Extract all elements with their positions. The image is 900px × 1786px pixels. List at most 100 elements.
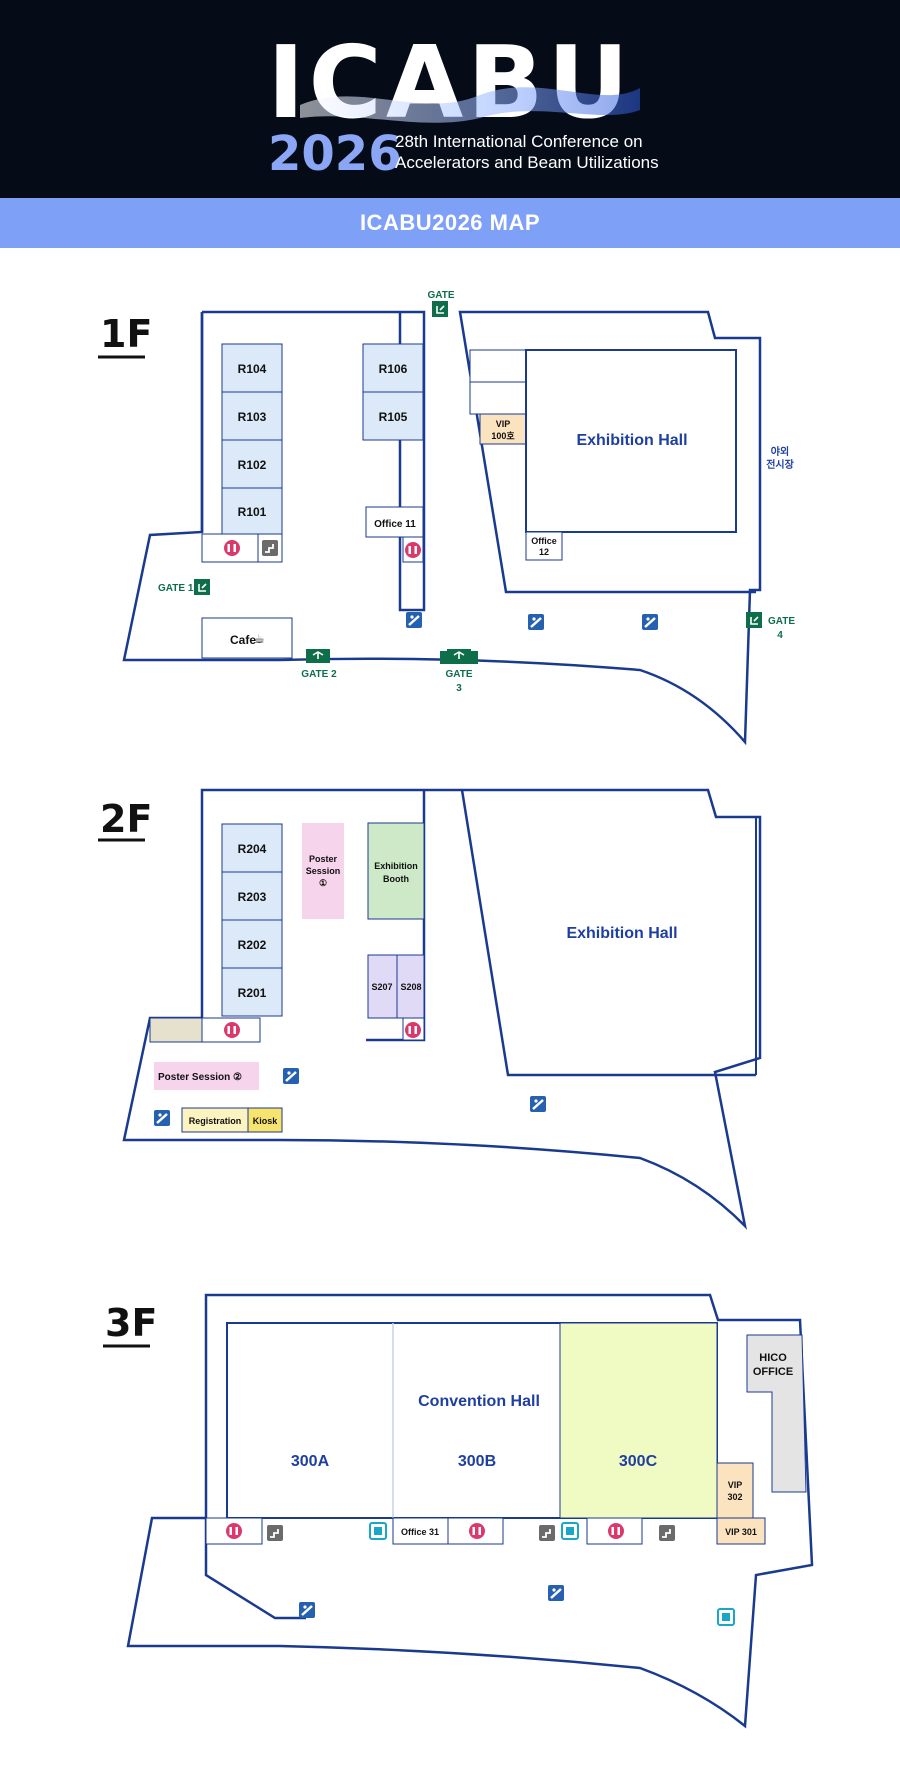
- floor-3: 3F Convention Hall 300A 300B 300C HICO OF…: [103, 1293, 814, 1729]
- gate-icon: [193, 578, 211, 596]
- room-office-31[interactable]: Office 31: [392, 1517, 449, 1545]
- escalator-icon: [152, 1108, 172, 1128]
- svg-text:R203: R203: [238, 890, 267, 904]
- escalator-icon: [526, 612, 546, 632]
- room-convention-hall[interactable]: Convention Hall: [226, 1322, 718, 1519]
- svg-text:야외: 야외: [771, 445, 789, 458]
- room-r201[interactable]: R201: [221, 967, 283, 1017]
- svg-text:Kiosk: Kiosk: [253, 1116, 279, 1126]
- svg-text:OFFICE: OFFICE: [753, 1366, 793, 1378]
- svg-text:VIP 301: VIP 301: [725, 1527, 757, 1537]
- restroom-icon: [226, 1523, 242, 1539]
- svg-text:Session: Session: [306, 866, 341, 876]
- room-r103[interactable]: R103: [221, 391, 283, 441]
- svg-text:Booth: Booth: [383, 874, 409, 884]
- room-cafe[interactable]: Cafe☕: [201, 617, 293, 659]
- svg-text:Cafe: Cafe: [230, 633, 256, 647]
- room-300a[interactable]: 300A: [291, 1453, 330, 1470]
- gate-3-label: GATE: [445, 669, 472, 680]
- header-banner: ICABU 2026 28th International Conference…: [0, 0, 900, 198]
- hico-office[interactable]: HICO OFFICE: [746, 1334, 807, 1493]
- room-300b[interactable]: 300B: [458, 1453, 496, 1470]
- svg-text:HICO: HICO: [759, 1352, 787, 1364]
- svg-text:4: 4: [777, 630, 783, 641]
- floor-1-label: 1F: [100, 312, 152, 356]
- title-bar: ICABU2026 MAP: [0, 198, 900, 248]
- room-r102[interactable]: R102: [221, 439, 283, 489]
- svg-text:Exhibition Hall: Exhibition Hall: [566, 925, 677, 942]
- room-r202[interactable]: R202: [221, 919, 283, 969]
- room-exhibition-hall-2f[interactable]: Exhibition Hall: [566, 925, 677, 942]
- logo-year: 2026: [268, 126, 402, 182]
- svg-text:R103: R103: [238, 410, 267, 424]
- escalator-icon: [546, 1583, 566, 1603]
- svg-text:300A: 300A: [291, 1453, 330, 1470]
- svg-text:VIP: VIP: [728, 1480, 743, 1490]
- logo-wave: [300, 87, 640, 123]
- elevator-icon: [717, 1608, 735, 1626]
- subtitle-line1: 28th International Conference on: [395, 132, 643, 151]
- room-office-11[interactable]: Office 11: [365, 506, 424, 538]
- room-exhibition-hall[interactable]: Exhibition Hall: [525, 349, 737, 533]
- svg-text:R204: R204: [238, 842, 267, 856]
- gate-2-label: GATE 2: [301, 669, 337, 680]
- gate-icon: [431, 300, 449, 318]
- floor-2-label: 2F: [100, 797, 152, 841]
- room-s207[interactable]: S207: [367, 954, 398, 1019]
- gate-icon: [305, 648, 331, 664]
- svg-text:Office 31: Office 31: [401, 1527, 439, 1537]
- svg-text:VIP: VIP: [496, 419, 511, 429]
- room-r104[interactable]: R104: [221, 343, 283, 393]
- registration-desk[interactable]: Registration: [181, 1107, 249, 1133]
- gate-top-label: GATE: [427, 290, 454, 301]
- svg-text:300C: 300C: [619, 1453, 658, 1470]
- escalator-icon: [297, 1600, 317, 1620]
- svg-text:①: ①: [319, 878, 327, 888]
- restroom-icon: [405, 1022, 421, 1038]
- room-r106[interactable]: R106: [362, 343, 424, 393]
- svg-text:R202: R202: [238, 938, 267, 952]
- svg-text:R101: R101: [238, 505, 267, 519]
- svg-text:Poster: Poster: [309, 854, 338, 864]
- svg-text:3: 3: [456, 683, 462, 694]
- svg-text:Office: Office: [531, 536, 557, 546]
- svg-text:300B: 300B: [458, 1453, 496, 1470]
- svg-text:R106: R106: [379, 362, 408, 376]
- kiosk[interactable]: Kiosk: [247, 1107, 283, 1133]
- svg-text:Registration: Registration: [189, 1116, 242, 1126]
- room-s208[interactable]: S208: [396, 954, 425, 1019]
- subtitle-line2: Accelerators and Beam Utilizations: [395, 153, 659, 172]
- map-title: ICABU2026 MAP: [359, 210, 541, 235]
- svg-text:12: 12: [539, 547, 549, 557]
- restroom-icon: [469, 1523, 485, 1539]
- elevator-icon: [561, 1522, 579, 1540]
- room-300c[interactable]: 300C: [559, 1322, 718, 1519]
- stairs-icon: [658, 1524, 676, 1542]
- room-r101[interactable]: R101: [221, 487, 283, 535]
- svg-text:Exhibition: Exhibition: [374, 861, 418, 871]
- header-graphics: ICABU 2026 28th International Conference…: [267, 24, 659, 182]
- room-vip-301[interactable]: VIP 301: [716, 1517, 766, 1545]
- escalator-icon: [640, 612, 660, 632]
- escalator-icon: [281, 1066, 301, 1086]
- room-r203[interactable]: R203: [221, 871, 283, 921]
- floor-3-label: 3F: [105, 1301, 157, 1345]
- svg-text:Poster Session ②: Poster Session ②: [158, 1072, 242, 1083]
- restroom-icon: [405, 542, 421, 558]
- gate-1-label: GATE 1: [158, 583, 194, 594]
- room-r204[interactable]: R204: [221, 823, 283, 873]
- gate-4-label: GATE: [768, 616, 795, 627]
- escalator-icon: [528, 1094, 548, 1114]
- svg-text:Exhibition Hall: Exhibition Hall: [576, 432, 687, 449]
- room-r105[interactable]: R105: [362, 391, 424, 441]
- poster-session-2[interactable]: Poster Session ②: [154, 1062, 259, 1090]
- restroom-icon: [224, 540, 240, 556]
